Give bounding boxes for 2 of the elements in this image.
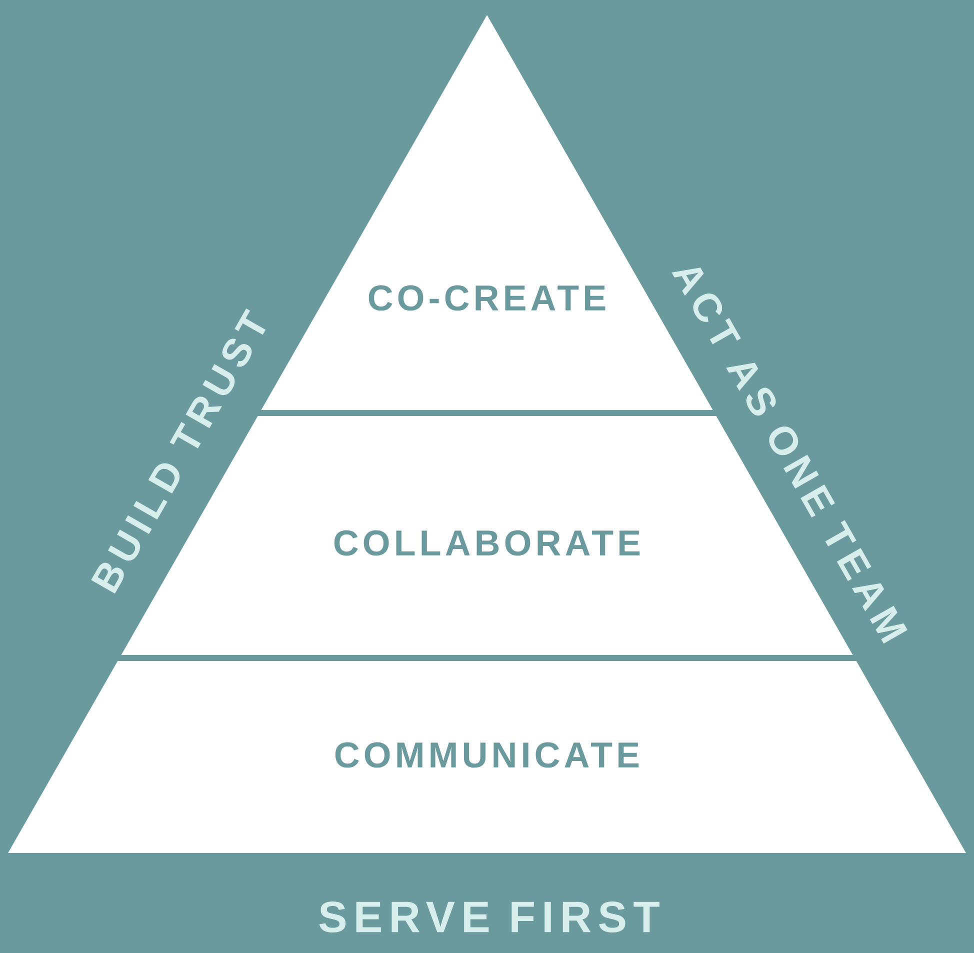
pyramid-tier: COMMUNICATE <box>8 660 966 853</box>
side-label: SERVE FIRST <box>319 901 660 932</box>
